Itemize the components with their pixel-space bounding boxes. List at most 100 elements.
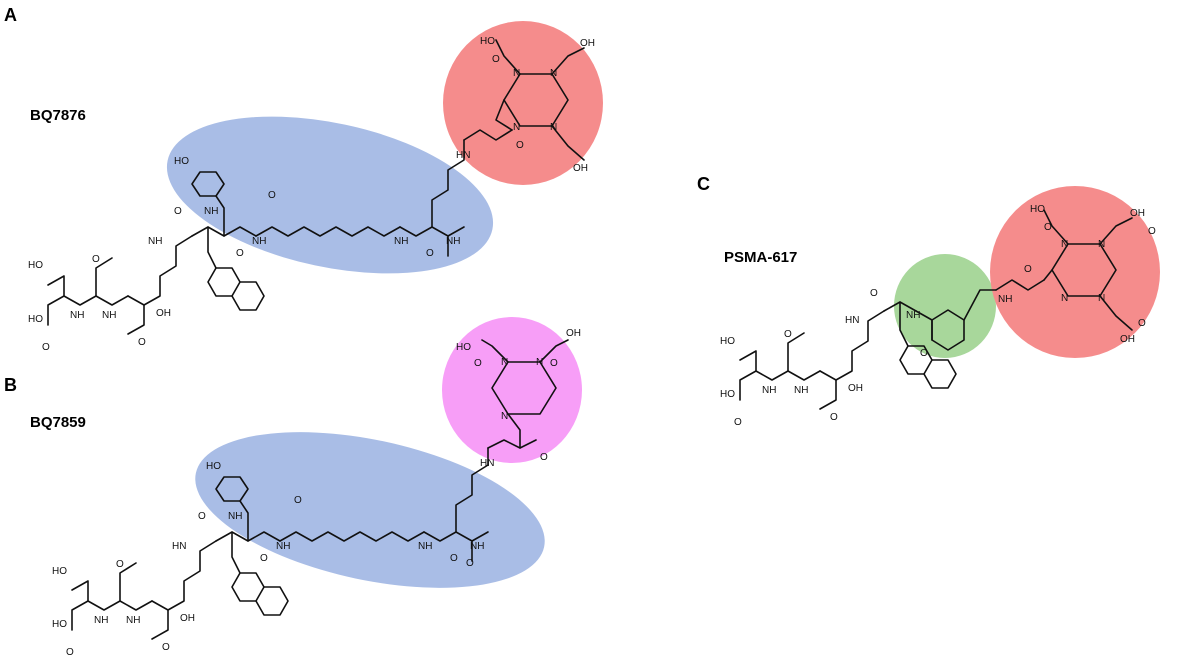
- atom-label: HO: [174, 156, 189, 167]
- atom-label: O: [116, 559, 124, 570]
- naph-ring2-c: [923, 359, 957, 389]
- structure-a: [47, 39, 585, 335]
- atom-label: O: [474, 358, 482, 369]
- atom-label: NH: [418, 541, 432, 552]
- urea-c: [787, 332, 805, 372]
- panel-b-letter: B: [4, 375, 17, 395]
- tyr-ring-b: [215, 476, 249, 502]
- atom-label: HN: [456, 150, 470, 161]
- atom-label: NH: [794, 385, 808, 396]
- atom-label: O: [138, 337, 146, 348]
- linker-highlight-b: [195, 432, 545, 588]
- atom-label: HO: [720, 389, 735, 400]
- atom-label: N: [536, 357, 543, 368]
- atom-label: OH: [848, 383, 863, 394]
- atom-label: OH: [573, 163, 588, 174]
- atom-label: O: [450, 553, 458, 564]
- atom-label: HO: [720, 336, 735, 347]
- glu-acid-a: [47, 295, 65, 326]
- atom-label: N: [1098, 239, 1105, 250]
- glu-chain-a: [47, 275, 129, 306]
- dota-arm3-c: [1099, 295, 1133, 331]
- cyclohexyl-methyl-c: [963, 289, 997, 321]
- atom-label: O: [784, 329, 792, 340]
- atom-label: OH: [180, 613, 195, 624]
- nota-arm2-b: [539, 339, 569, 363]
- dota-arm2-a: [551, 47, 585, 75]
- atom-label: OH: [580, 38, 595, 49]
- atom-label: O: [92, 254, 100, 265]
- atom-label: NH: [126, 615, 140, 626]
- panel-a-compound-name: BQ7876: [30, 107, 86, 124]
- atom-label: O: [734, 417, 742, 428]
- atom-label: O: [1024, 264, 1032, 275]
- octanoyl-linker-a: [255, 226, 401, 237]
- panel-c-compound-name: PSMA-617: [724, 249, 797, 266]
- dota-arm1-a: [495, 39, 521, 75]
- atom-label: N: [1061, 239, 1068, 250]
- lys-acid-b: [151, 609, 169, 640]
- atom-label: HO: [28, 314, 43, 325]
- lys2-side-b: [455, 447, 489, 533]
- atom-label: OH: [566, 328, 581, 339]
- nota-arm1-b: [481, 339, 509, 363]
- atom-label: O: [162, 642, 170, 653]
- octanoyl-linker-b: [279, 531, 425, 542]
- atom-label: NH: [102, 310, 116, 321]
- nota-arm3-b: [507, 413, 521, 449]
- atom-label: NH: [252, 236, 266, 247]
- naph-ring2-b: [255, 586, 289, 616]
- atom-label: N: [513, 122, 520, 133]
- atom-label: HO: [206, 461, 221, 472]
- atom-label: O: [1138, 318, 1146, 329]
- atom-label: OH: [1130, 208, 1145, 219]
- dota-arm2-c: [1099, 217, 1133, 245]
- atom-label: HN: [172, 541, 186, 552]
- panel-b-compound-name: BQ7859: [30, 414, 86, 431]
- amide-chelator-b: [487, 439, 537, 449]
- panel-b: B BQ7859 HO HO: [4, 317, 582, 658]
- naph-ring-b: [231, 572, 265, 602]
- atom-label: OH: [156, 308, 171, 319]
- naph-side-a: [207, 226, 217, 269]
- glu-acid-c: [739, 370, 757, 401]
- urea-a: [95, 257, 113, 297]
- dota-arm3-a: [551, 125, 585, 161]
- atom-label: O: [260, 553, 268, 564]
- atom-label: O: [830, 412, 838, 423]
- atom-label: O: [66, 647, 74, 658]
- atom-label: NH: [94, 615, 108, 626]
- atom-label: NH: [204, 206, 218, 217]
- atom-label: O: [174, 206, 182, 217]
- atom-label: O: [1044, 222, 1052, 233]
- lys-acid-c: [819, 379, 837, 410]
- atom-label: HO: [52, 566, 67, 577]
- atom-label: NH: [394, 236, 408, 247]
- panel-a: A BQ7876: [4, 5, 603, 353]
- atom-labels-b: HO HO O NH O NH O OH HN O HO NH O NH O N…: [52, 328, 581, 658]
- naph-side-c: [899, 301, 909, 347]
- dota-arm1-c: [1043, 209, 1069, 245]
- atom-label: HO: [52, 619, 67, 630]
- atom-label: OH: [1120, 334, 1135, 345]
- glu-acid-b: [71, 600, 89, 631]
- atom-label: N: [513, 68, 520, 79]
- atom-label: NH: [470, 541, 484, 552]
- structure-b: [71, 339, 569, 640]
- atom-label: N: [501, 411, 508, 422]
- lys2-side-a: [431, 139, 465, 228]
- naph-side-b: [231, 531, 241, 574]
- atom-label: O: [42, 342, 50, 353]
- atom-label: NH: [906, 310, 920, 321]
- atom-label: HO: [28, 260, 43, 271]
- panel-a-letter: A: [4, 5, 17, 25]
- atom-label: O: [540, 452, 548, 463]
- atom-label: HN: [845, 315, 859, 326]
- atom-label: O: [268, 190, 276, 201]
- atom-label: HN: [480, 458, 494, 469]
- tyr-side-a: [215, 195, 225, 237]
- atom-label: NH: [998, 294, 1012, 305]
- tyr-ring-a: [191, 171, 225, 197]
- atom-label: HO: [480, 36, 495, 47]
